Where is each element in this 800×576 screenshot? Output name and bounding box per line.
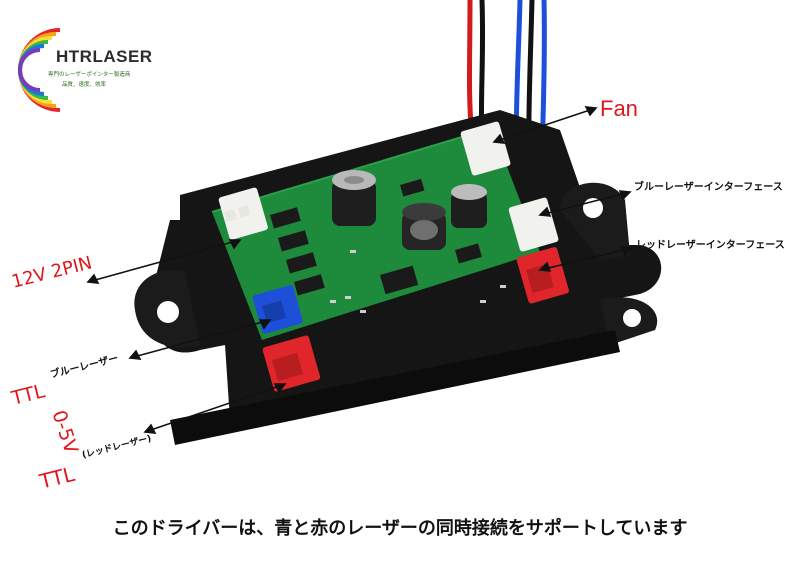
logo-tagline: 専門のレーザーポインター製造商 — [48, 72, 131, 78]
ttl-red-connector — [262, 335, 321, 392]
red-interface-label: レッドレーザーインターフェース — [636, 240, 785, 251]
capacitor-large — [332, 170, 376, 226]
logo-brand-name: HTRLASER — [56, 47, 153, 66]
rainbow-logo-icon — [18, 28, 61, 112]
caption: このドライバーは、青と赤のレーザーの同時接続をサポートしています — [112, 518, 688, 539]
callout-arrows — [86, 106, 634, 434]
fan-label: Fan — [600, 96, 638, 121]
inductor — [402, 203, 446, 250]
blue-interface-label: ブルーレーザーインターフェース — [634, 182, 783, 193]
power-connector-white — [218, 187, 268, 240]
logo-tagline-2: 品質、速度、效率 — [62, 82, 107, 88]
fan-connector-white — [460, 121, 511, 176]
capacitor-small — [451, 184, 487, 228]
